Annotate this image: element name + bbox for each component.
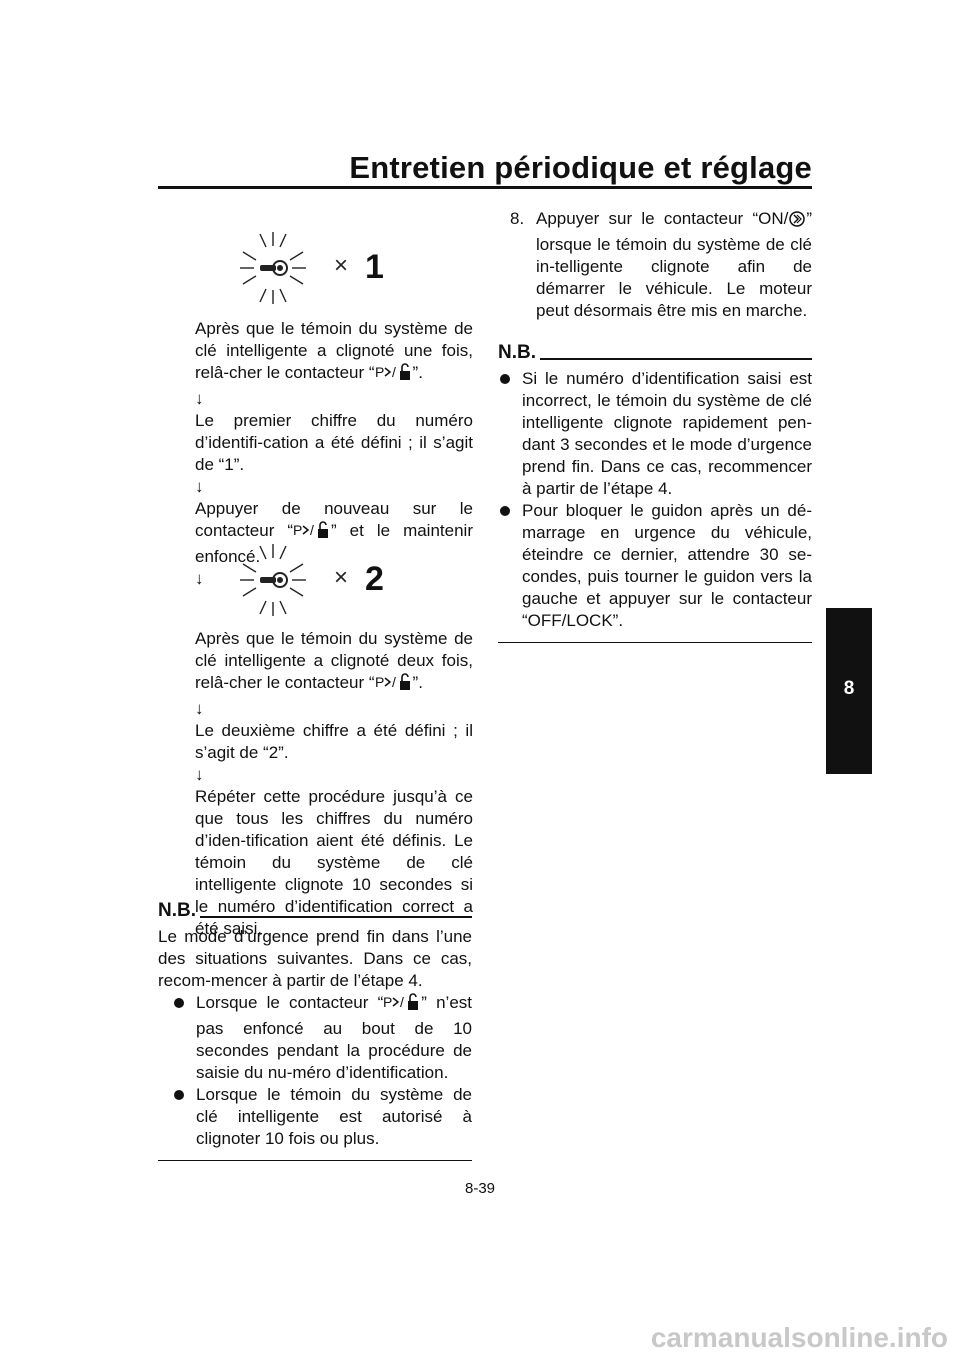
paragraph: Le deuxième chiffre a été défini ; il s’… bbox=[195, 721, 473, 762]
bullet-icon bbox=[174, 1090, 184, 1100]
list-item: Si le numéro d’identification saisi est … bbox=[498, 368, 812, 500]
text: Appuyer sur le contacteur “ON/ bbox=[536, 209, 789, 228]
note-header: N.B. bbox=[158, 900, 472, 922]
divider bbox=[200, 916, 472, 918]
paragraph: Après que le témoin du système de clé in… bbox=[195, 628, 473, 698]
smart-key-indicator-icon bbox=[230, 228, 316, 313]
right-column: 8. Appuyer sur le contacteur “ON/” lorsq… bbox=[498, 208, 812, 643]
paragraph: Répéter cette procédure jusqu’à ce que t… bbox=[195, 787, 473, 938]
left-column: Après que le témoin du système de clé in… bbox=[195, 318, 473, 590]
note-list: Lorsque le contacteur “P/” n’est pas enf… bbox=[172, 992, 472, 1150]
key-lock-switch-icon: P/ bbox=[293, 520, 331, 546]
on-switch-icon bbox=[788, 210, 806, 234]
list-item: Lorsque le contacteur “P/” n’est pas enf… bbox=[172, 992, 472, 1084]
chapter-tab: 8 bbox=[826, 608, 872, 774]
key-lock-switch-icon: P/ bbox=[375, 362, 413, 388]
svg-text:P: P bbox=[383, 994, 392, 1010]
svg-text:/: / bbox=[392, 674, 396, 690]
step-number: 8. bbox=[510, 209, 525, 228]
page-title: Entretien périodique et réglage bbox=[349, 150, 812, 185]
step-list: 8. Appuyer sur le contacteur “ON/” lorsq… bbox=[498, 208, 812, 322]
svg-text:P: P bbox=[375, 364, 384, 380]
note-intro: Le mode d’urgence prend fin dans l’une d… bbox=[158, 927, 472, 990]
bullet-icon bbox=[174, 998, 184, 1008]
paragraph: Le premier chiffre du numéro d’identifi-… bbox=[195, 411, 473, 474]
arrow: ↓ bbox=[195, 477, 204, 496]
text: Lorsque le contacteur “ bbox=[196, 993, 384, 1012]
svg-text:/: / bbox=[392, 364, 396, 380]
paragraph: Après que le témoin du système de clé in… bbox=[195, 318, 473, 388]
note-block: N.B. Le mode d’urgence prend fin dans l’… bbox=[158, 900, 472, 1161]
arrow: ↓ bbox=[195, 765, 204, 784]
text: ”. bbox=[412, 673, 423, 692]
divider bbox=[498, 642, 812, 643]
svg-text:/: / bbox=[400, 994, 404, 1010]
bullet-icon bbox=[500, 506, 510, 516]
blink-count-2: 2 bbox=[365, 560, 384, 598]
step-item: 8. Appuyer sur le contacteur “ON/” lorsq… bbox=[498, 208, 812, 322]
bullet-icon bbox=[500, 374, 510, 384]
list-item: Pour bloquer le guidon après un dé-marra… bbox=[498, 500, 812, 632]
key-lock-switch-icon: P/ bbox=[375, 672, 413, 698]
text: Après que le témoin du système de clé in… bbox=[195, 319, 473, 382]
chapter-number: 8 bbox=[843, 678, 855, 699]
note-header: N.B. bbox=[498, 342, 812, 364]
text: Appuyer de nouveau sur le contacteur “ bbox=[195, 499, 473, 540]
svg-text:P: P bbox=[375, 674, 384, 690]
paragraph: Appuyer de nouveau sur le contacteur “P/… bbox=[195, 498, 473, 568]
text: Lorsque le témoin du système de clé inte… bbox=[196, 1085, 472, 1148]
note-label: N.B. bbox=[158, 900, 196, 921]
text: ” et le maintenir enfoncé. bbox=[195, 521, 473, 566]
divider bbox=[540, 358, 812, 360]
arrow: ↓ bbox=[195, 389, 204, 408]
arrow: ↓ bbox=[195, 569, 204, 588]
watermark: carmanualsonline.info bbox=[650, 1322, 948, 1353]
note-label: N.B. bbox=[498, 342, 536, 363]
text: ” lorsque le témoin du système de clé in… bbox=[536, 209, 812, 320]
list-item: Lorsque le témoin du système de clé inte… bbox=[172, 1084, 472, 1150]
text: Après que le témoin du système de clé in… bbox=[195, 629, 473, 692]
text: Si le numéro d’identification saisi est … bbox=[522, 369, 812, 498]
times-symbol: × bbox=[334, 564, 349, 591]
smart-key-indicator-icon bbox=[230, 540, 316, 625]
divider bbox=[158, 1160, 472, 1161]
svg-text:/: / bbox=[310, 522, 314, 538]
page-number: 8-39 bbox=[465, 1180, 496, 1197]
text: ”. bbox=[412, 363, 423, 382]
text: Pour bloquer le guidon après un dé-marra… bbox=[522, 501, 812, 630]
text: ” n’est pas enfoncé au bout de 10 second… bbox=[196, 993, 472, 1082]
svg-text:P: P bbox=[293, 522, 302, 538]
header-rule bbox=[158, 186, 812, 189]
key-lock-switch-icon: P/ bbox=[383, 992, 421, 1018]
note-list: Si le numéro d’identification saisi est … bbox=[498, 368, 812, 632]
blink-count-1: 1 bbox=[365, 248, 384, 286]
note-block: N.B. Si le numéro d’identification saisi… bbox=[498, 342, 812, 643]
arrow: ↓ bbox=[195, 699, 204, 718]
times-symbol: × bbox=[334, 252, 349, 279]
left-column-lower: Après que le témoin du système de clé in… bbox=[195, 628, 473, 940]
